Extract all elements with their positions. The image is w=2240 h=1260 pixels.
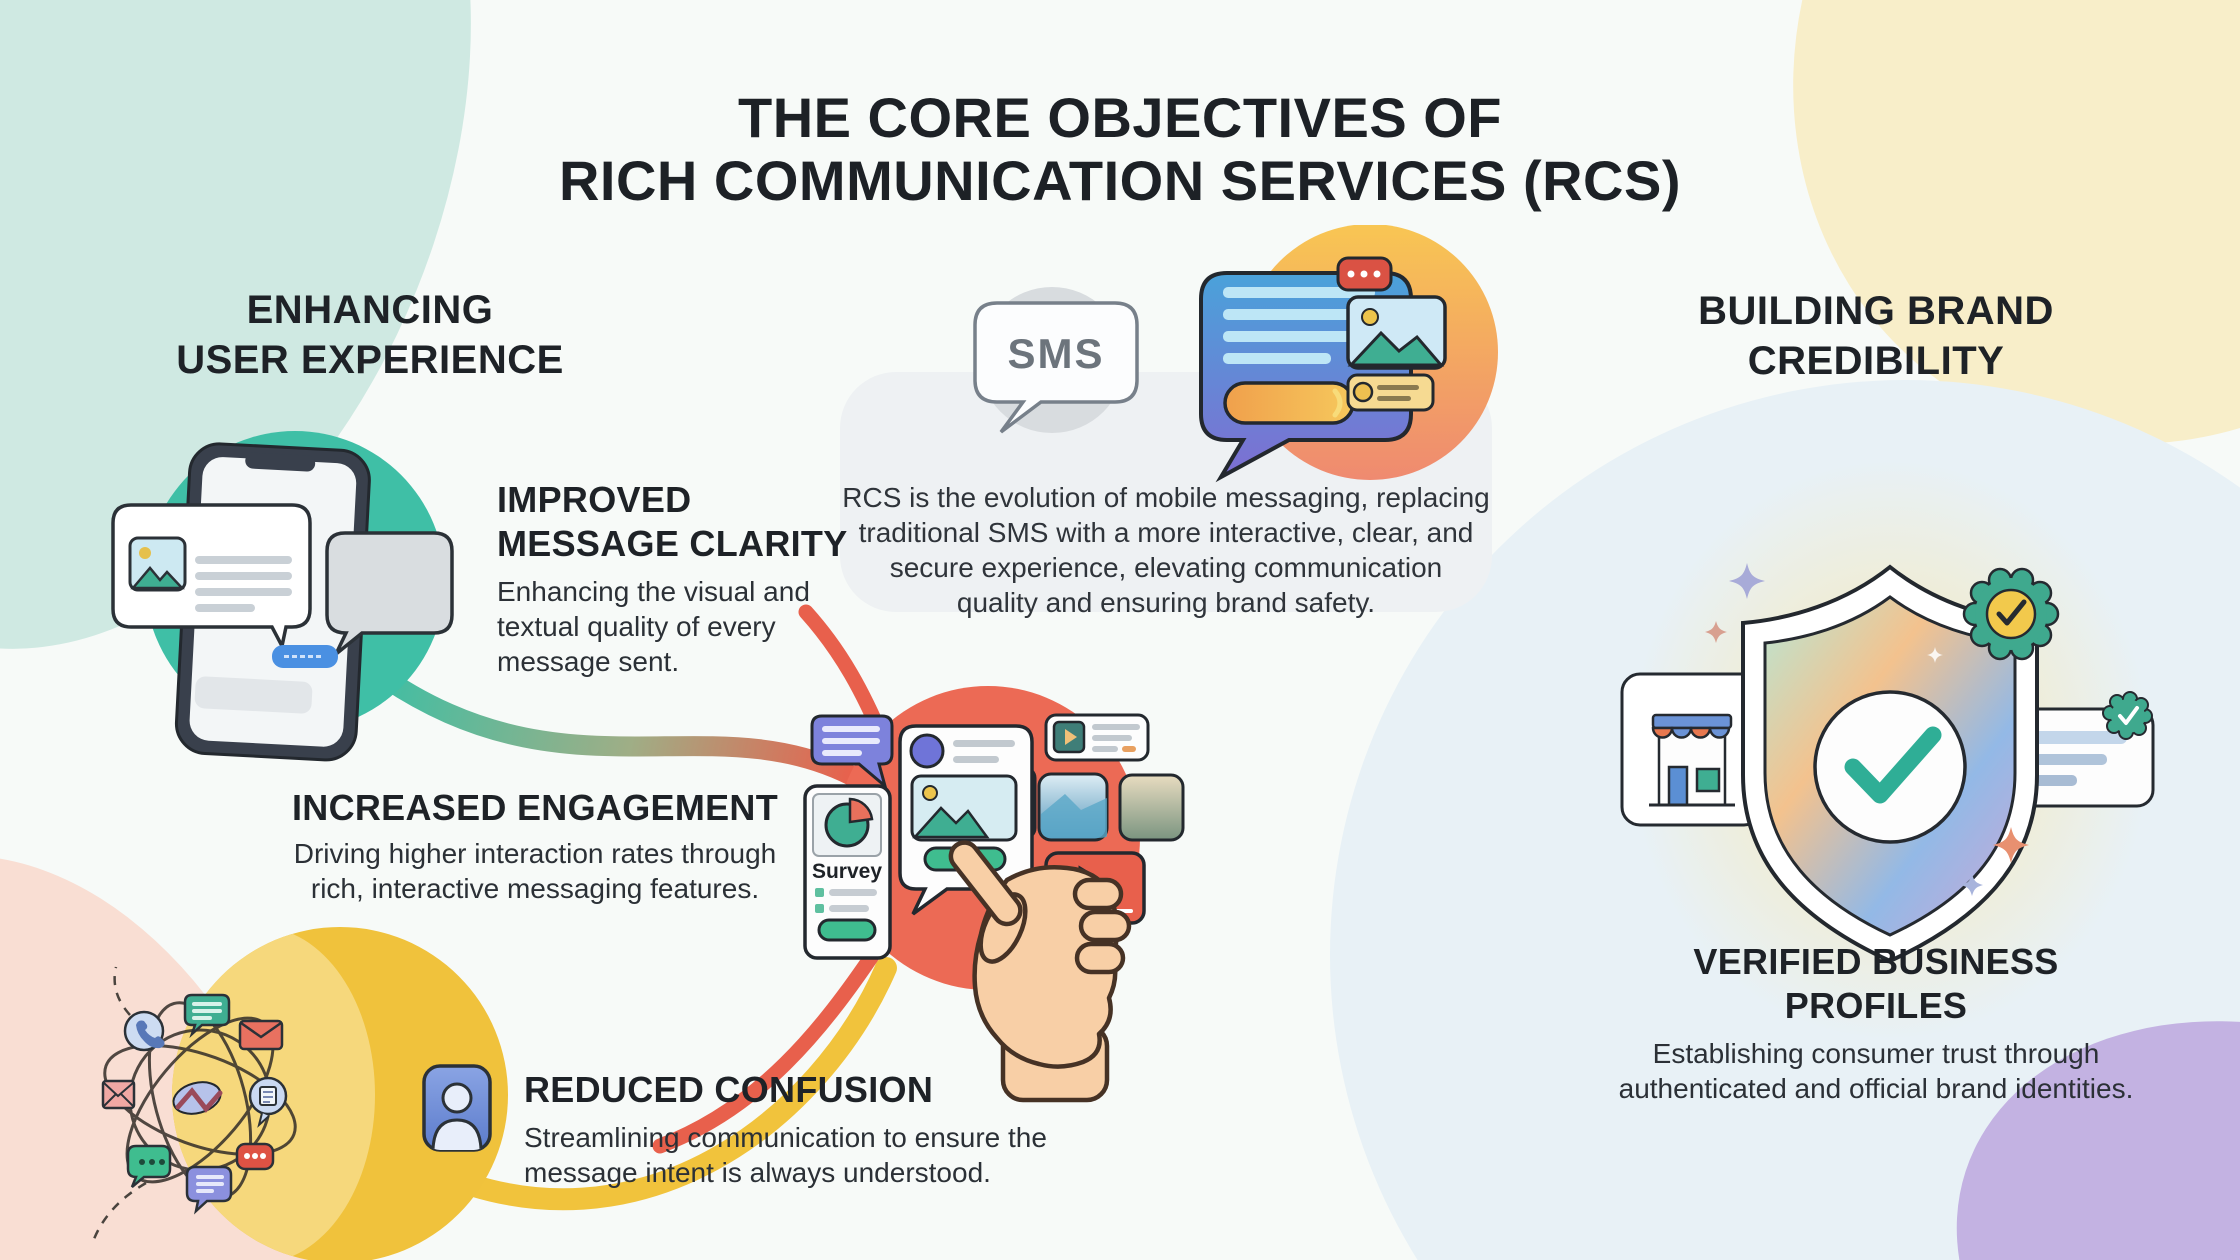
rcs-summary-text: RCS is the evolution of mobile messaging… bbox=[842, 482, 1490, 618]
hand-cursor-icon bbox=[948, 840, 1132, 1103]
item-description: Streamlining communication to ensure the… bbox=[524, 1122, 1047, 1188]
page-title: THE CORE OBJECTIVES OF RICH COMMUNICATIO… bbox=[558, 86, 1681, 212]
payment-card-icon bbox=[1346, 373, 1435, 412]
survey-card: Survey bbox=[803, 784, 892, 960]
verified-badge-icon bbox=[2102, 691, 2153, 740]
item-title: REDUCED CONFUSION bbox=[524, 1069, 934, 1110]
sms-icon: SMS bbox=[973, 287, 1139, 434]
item-increased-engagement: INCREASED ENGAGEMENT Driving higher inte… bbox=[255, 786, 815, 906]
gray-chat-bubble bbox=[325, 531, 454, 656]
blue-reply-bubble bbox=[272, 645, 338, 668]
item-reduced-confusion: REDUCED CONFUSION Streamlining communica… bbox=[524, 1068, 1084, 1190]
cta-pill-button bbox=[1223, 381, 1355, 425]
knot-icon bbox=[172, 1081, 223, 1115]
pink-envelope-icon bbox=[101, 1079, 136, 1110]
pie-chart-icon bbox=[824, 797, 874, 848]
storefront-card bbox=[1620, 672, 1764, 827]
phone-call-icon bbox=[123, 1010, 165, 1052]
teal-to-coral-connector bbox=[358, 656, 862, 786]
item-title: INCREASED ENGAGEMENT bbox=[291, 787, 779, 828]
survey-submit-button bbox=[817, 918, 877, 942]
item-title: VERIFIED BUSINESS PROFILES bbox=[1693, 941, 2059, 1026]
left-section-heading: ENHANCING USER EXPERIENCE bbox=[176, 288, 564, 382]
avatar bbox=[909, 733, 945, 769]
ocean-thumbnail bbox=[1037, 772, 1109, 842]
survey-label: Survey bbox=[812, 860, 882, 883]
sparkle-icons bbox=[1705, 563, 2029, 896]
document-bubble-icon bbox=[248, 1076, 288, 1128]
rcs-message-icon bbox=[1199, 225, 1498, 483]
shield-check-icon bbox=[1741, 564, 2039, 964]
typing-badge bbox=[1336, 256, 1393, 292]
chat-bubble-icon bbox=[810, 714, 894, 791]
video-message-card bbox=[1044, 713, 1150, 762]
engagement-illustration: Survey bbox=[803, 686, 1185, 1103]
cliff-thumbnail bbox=[1118, 773, 1185, 842]
right-section-heading: BUILDING BRAND CREDIBILITY bbox=[1698, 289, 2054, 383]
person-icon bbox=[422, 1064, 492, 1152]
phone-message-illustration bbox=[111, 431, 454, 762]
photo-attachment-icon bbox=[910, 774, 1018, 842]
confusion-illustration bbox=[92, 927, 508, 1260]
rich-message-card bbox=[111, 503, 312, 652]
item-description: Driving higher interaction rates through… bbox=[293, 838, 777, 904]
award-badge-icon bbox=[1962, 567, 2060, 661]
purple-bubble-icon bbox=[185, 1165, 233, 1215]
item-improved-message-clarity: IMPROVED MESSAGE CLARITY Enhancing the v… bbox=[497, 478, 917, 679]
bubble-text-lines bbox=[1223, 287, 1375, 364]
media-card-icon bbox=[1346, 295, 1447, 370]
rich-chat-card bbox=[898, 724, 1034, 916]
coral-swoosh-bottom bbox=[652, 942, 884, 1154]
item-verified-business-profiles: VERIFIED BUSINESS PROFILES Establishing … bbox=[1566, 940, 2186, 1106]
dashed-curves bbox=[92, 966, 147, 1240]
shield-illustration bbox=[1620, 563, 2155, 964]
image-thumbnail-icon bbox=[128, 536, 187, 592]
item-description: Enhancing the visual and textual quality… bbox=[497, 576, 810, 677]
red-dots-bubble-icon bbox=[235, 1142, 275, 1171]
teal-chat-bubble-icon bbox=[183, 993, 231, 1039]
checkmark bbox=[1844, 726, 1942, 804]
sms-label: SMS bbox=[1007, 330, 1104, 377]
item-description: Establishing consumer trust through auth… bbox=[1618, 1038, 2134, 1104]
green-dots-bubble-icon bbox=[126, 1144, 172, 1188]
text-lines bbox=[195, 556, 292, 612]
storefront-icon bbox=[1649, 713, 1735, 807]
red-envelope-icon bbox=[238, 1019, 284, 1051]
survey-options bbox=[815, 888, 877, 913]
yellow-connector bbox=[425, 957, 897, 1211]
item-title: IMPROVED MESSAGE CLARITY bbox=[497, 479, 848, 564]
